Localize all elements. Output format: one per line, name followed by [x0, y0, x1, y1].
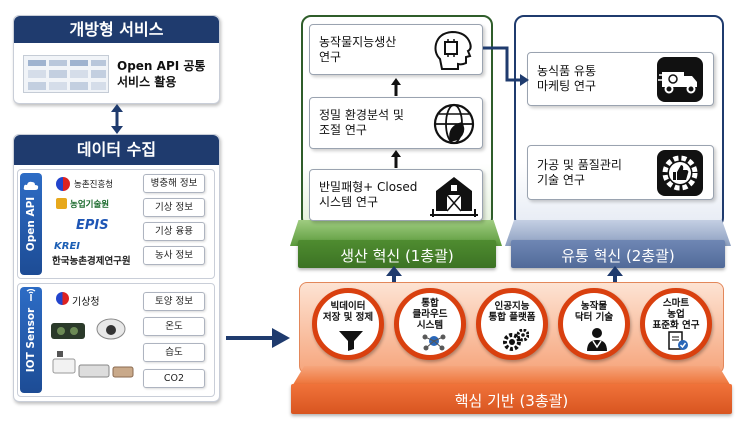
- open-api-group: [17, 169, 215, 279]
- open-service-panel: 개방형 서비스 Open API 공통 서비스 활용: [13, 15, 220, 104]
- bidirectional-arrow-icon: [111, 104, 123, 134]
- open-api-item: 기상 융용: [143, 222, 205, 241]
- core-banner-bar: [291, 384, 732, 414]
- open-api-label: Open API: [20, 173, 42, 275]
- kma-logo-text: 기상청: [72, 297, 100, 308]
- distribution-banner: 유통 혁신 (2총괄): [561, 247, 675, 265]
- open-api-item: 농사 정보: [143, 246, 205, 265]
- distribution-banner-bar: [511, 240, 725, 268]
- epis-logo: EPIS: [76, 218, 109, 233]
- iot-item: 습도: [143, 343, 205, 362]
- gears-icon: [503, 329, 529, 351]
- barn-icon: [430, 177, 478, 217]
- document-check-icon: [668, 331, 688, 350]
- up-arrow-icon: [391, 78, 401, 96]
- rda-logo-text: 농촌진흥청: [74, 180, 114, 190]
- funnel-icon: [339, 331, 363, 351]
- open-api-item: 병충해 정보: [143, 174, 205, 193]
- data-collection-title: 데이터 수집: [14, 135, 219, 165]
- agri-tech-logo-icon: [56, 198, 67, 209]
- kma-logo-icon: [56, 292, 69, 305]
- open-service-title: 개방형 서비스: [14, 16, 219, 43]
- core-base: [291, 366, 732, 388]
- flow-arrow-icon: [226, 328, 290, 348]
- open-service-desc-line2: 서비스 활용: [117, 75, 177, 89]
- brain-chip-icon: [434, 30, 472, 70]
- open-api-item: 기상 정보: [143, 198, 205, 217]
- open-service-desc-line1: Open API 공통: [117, 59, 206, 73]
- antenna-icon: [26, 289, 36, 301]
- core-banner: 핵심 기반 (3총괄): [454, 392, 569, 410]
- krei-logo: KREI: [54, 241, 81, 252]
- cloud-icon: [23, 181, 39, 190]
- open-service-description: Open API 공통 서비스 활용: [117, 58, 205, 90]
- globe-leaf-icon: [433, 103, 475, 145]
- up-arrow-icon: [391, 150, 401, 168]
- gear-thumb-icon: [657, 150, 703, 196]
- iot-item: 온도: [143, 317, 205, 336]
- krei-name: 한국농촌경제연구원: [52, 256, 131, 267]
- iot-item: CO2: [143, 369, 205, 388]
- production-banner-bar: [298, 240, 496, 268]
- iot-sensor-group: [17, 283, 215, 397]
- dashboard-thumbnail-icon: [23, 55, 109, 93]
- connector-arrow-icon: [483, 46, 529, 86]
- rda-logo-icon: [56, 177, 70, 191]
- iot-sensor-label: IOT Sensor: [20, 287, 42, 393]
- sensor-devices-icon: [51, 318, 134, 378]
- agri-tech-logo-text: 농업기술원: [70, 200, 110, 210]
- iot-item: 토양 정보: [143, 292, 205, 311]
- data-collection-panel: 데이터 수집 Open API 농촌진흥청 농업기술원 EPIS KREI 한국…: [13, 134, 220, 402]
- doctor-icon: [587, 328, 607, 351]
- delivery-truck-icon: [657, 57, 703, 102]
- production-banner: 생산 혁신 (1총괄): [340, 247, 454, 265]
- cloud-network-icon: [422, 334, 446, 351]
